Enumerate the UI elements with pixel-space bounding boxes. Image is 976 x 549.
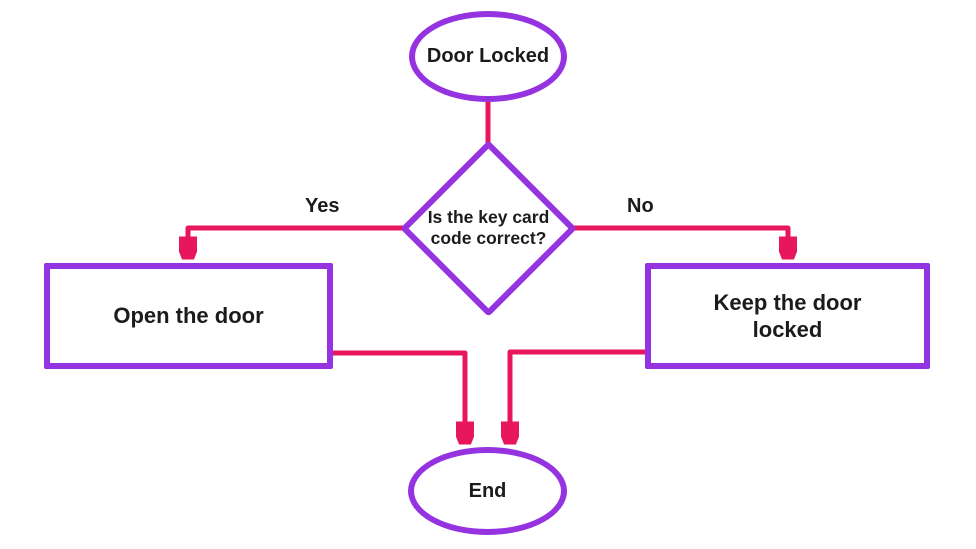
start-node-door-locked: Door Locked <box>409 11 567 102</box>
no-branch-label: No <box>627 195 654 217</box>
edge-open-door-to-end <box>332 350 465 443</box>
process-node-keep-locked: Keep the door locked <box>645 263 930 369</box>
edge-keep-locked-to-end <box>510 349 646 443</box>
open-door-label: Open the door <box>113 303 264 329</box>
decision-node-keycard: Is the key card code correct? <box>400 140 577 317</box>
start-node-label: Door Locked <box>426 45 550 67</box>
end-node-label: End <box>468 479 507 502</box>
edge-no-to-keep-locked <box>574 225 788 258</box>
edge-yes-to-open-door <box>188 225 403 258</box>
decision-node-label: Is the key card code correct? <box>427 206 550 249</box>
end-node: End <box>408 447 567 535</box>
yes-branch-label: Yes <box>305 195 340 217</box>
process-node-open-door: Open the door <box>44 263 333 369</box>
keep-locked-label: Keep the door locked <box>713 289 862 343</box>
